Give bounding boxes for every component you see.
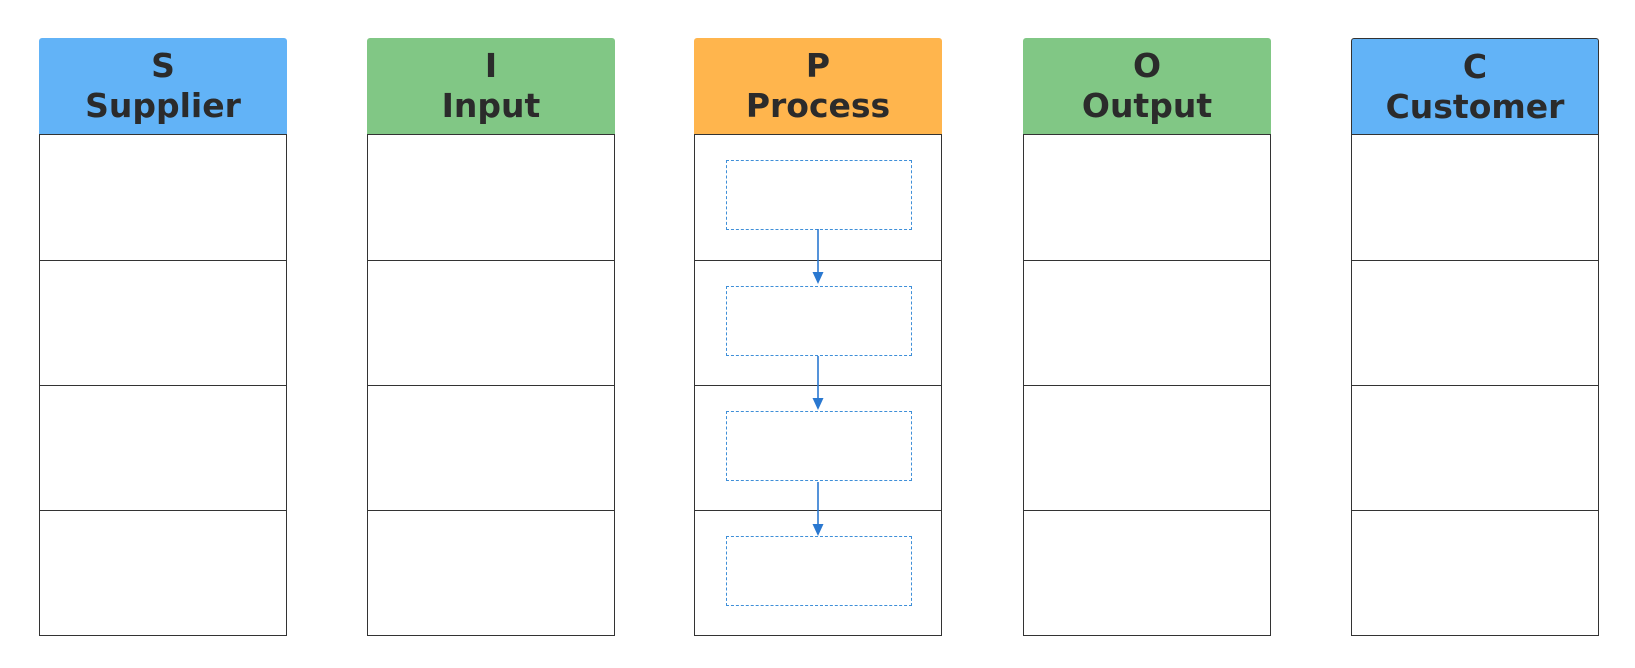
output-letter: O [1132, 46, 1162, 85]
process-cell-4 [695, 510, 941, 635]
input-cell-2[interactable] [368, 260, 614, 385]
supplier-cell-3[interactable] [40, 385, 286, 510]
supplier-cells [39, 134, 287, 636]
output-column: O Output [1023, 38, 1271, 636]
process-step-box-1[interactable] [726, 160, 912, 230]
process-cell-3 [695, 385, 941, 510]
customer-cell-4[interactable] [1352, 510, 1598, 635]
input-header: I Input [367, 38, 615, 134]
process-header: P Process [694, 38, 942, 134]
input-column: I Input [367, 38, 615, 636]
customer-title: Customer [1385, 86, 1565, 126]
customer-cell-1[interactable] [1352, 135, 1598, 260]
input-cell-3[interactable] [368, 385, 614, 510]
output-cell-1[interactable] [1024, 135, 1270, 260]
input-cells [367, 134, 615, 636]
output-cell-4[interactable] [1024, 510, 1270, 635]
process-cell-2 [695, 260, 941, 385]
process-step-box-2[interactable] [726, 286, 912, 356]
supplier-letter: S [151, 46, 175, 85]
supplier-cell-4[interactable] [40, 510, 286, 635]
customer-column: C Customer [1351, 38, 1599, 636]
supplier-cell-1[interactable] [40, 135, 286, 260]
supplier-title: Supplier [85, 86, 241, 125]
process-letter: P [805, 46, 831, 85]
supplier-cell-2[interactable] [40, 260, 286, 385]
supplier-column: S Supplier [39, 38, 287, 636]
output-cell-2[interactable] [1024, 260, 1270, 385]
process-cells [694, 134, 942, 636]
input-letter: I [484, 46, 498, 85]
input-cell-1[interactable] [368, 135, 614, 260]
supplier-header: S Supplier [39, 38, 287, 134]
process-column: P Process [694, 38, 942, 636]
output-cell-3[interactable] [1024, 385, 1270, 510]
process-step-box-3[interactable] [726, 411, 912, 481]
customer-header: C Customer [1351, 38, 1599, 134]
output-cells [1023, 134, 1271, 636]
customer-letter: C [1462, 46, 1488, 86]
customer-cell-3[interactable] [1352, 385, 1598, 510]
output-header: O Output [1023, 38, 1271, 134]
customer-cells [1351, 134, 1599, 636]
process-cell-1 [695, 135, 941, 260]
input-cell-4[interactable] [368, 510, 614, 635]
process-title: Process [745, 86, 891, 125]
process-step-box-4[interactable] [726, 536, 912, 606]
input-title: Input [441, 86, 541, 125]
customer-cell-2[interactable] [1352, 260, 1598, 385]
output-title: Output [1081, 86, 1213, 125]
